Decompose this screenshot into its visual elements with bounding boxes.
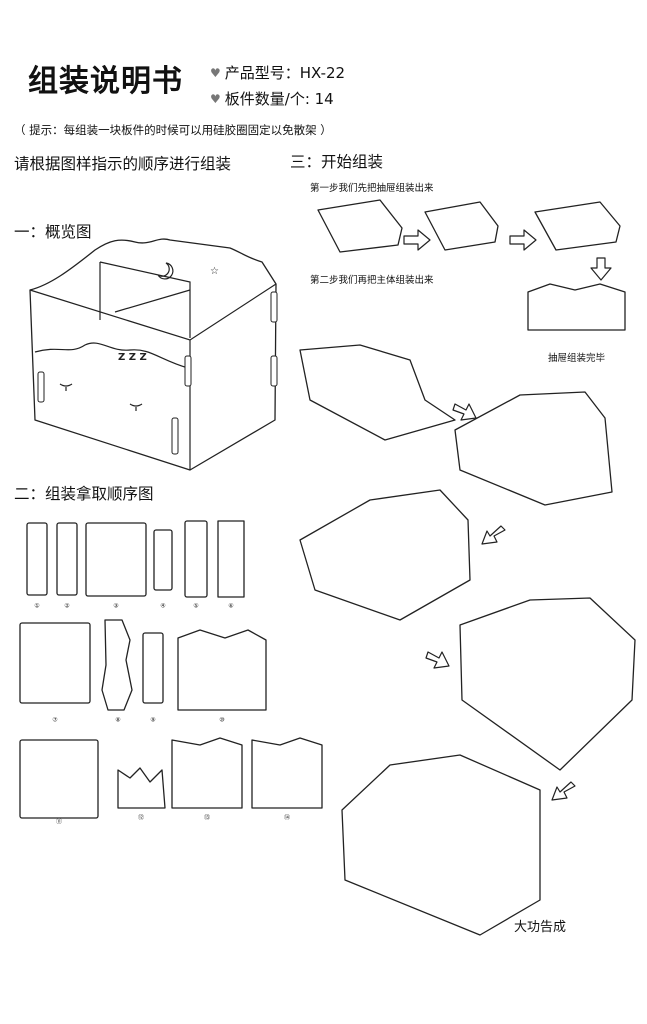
section-overview-title: 一：概览图: [14, 223, 92, 241]
svg-text:Z Z Z: Z Z Z: [118, 352, 147, 363]
assembly-steps-drawing: [299, 199, 636, 936]
spec-board-count: ♥ 板件数量/个: 14: [210, 88, 334, 109]
svg-text:⑩: ⑩: [219, 717, 224, 724]
spec-model: ♥ 产品型号：HX-22: [210, 62, 345, 83]
step1-text: 第一步我们先把抽屉组装出来: [310, 183, 434, 194]
heart-icon: ♥: [210, 91, 221, 106]
step2-text: 第二步我们再把主体组装出来: [310, 275, 434, 286]
svg-text:③: ③: [113, 603, 118, 610]
drawer-done-text: 抽屉组装完毕: [548, 353, 606, 364]
heart-icon: ♥: [210, 65, 221, 80]
instruction-text: 请根据图样指示的顺序进行组装: [14, 155, 232, 173]
svg-text:⑭: ⑭: [284, 814, 290, 822]
svg-text:⑪: ⑪: [56, 818, 62, 826]
svg-text:☆: ☆: [210, 266, 219, 277]
svg-text:⑨: ⑨: [150, 717, 155, 724]
svg-text:⑫: ⑫: [138, 814, 144, 822]
svg-text:①: ①: [34, 603, 39, 610]
finished-text: 大功告成: [514, 920, 567, 935]
svg-text:⑧: ⑧: [115, 717, 120, 724]
svg-text:⑤: ⑤: [193, 603, 198, 610]
svg-text:④: ④: [160, 603, 165, 610]
section-assemble-title: 三：开始组装: [290, 153, 384, 171]
overview-box-drawing: ☆ Z Z Z: [29, 238, 278, 471]
board-count-text: 板件数量/个: 14: [224, 90, 334, 108]
svg-text:②: ②: [64, 603, 70, 610]
parts-drawing: ① ② ③ ④ ⑤ ⑥ ⑦ ⑧ ⑨ ⑩ ⑪ ⑫ ⑬ ⑭: [19, 520, 323, 826]
page-title: 组装说明书: [28, 64, 183, 99]
tip-text: （ 提示：每组装一块板件的时候可以用硅胶圈固定以免散架 ）: [14, 123, 332, 137]
svg-text:⑦: ⑦: [52, 717, 58, 724]
section-order-title: 二：组装拿取顺序图: [14, 485, 154, 503]
svg-text:⑬: ⑬: [204, 814, 210, 822]
svg-text:⑥: ⑥: [228, 603, 233, 610]
model-text: 产品型号：HX-22: [224, 64, 346, 82]
